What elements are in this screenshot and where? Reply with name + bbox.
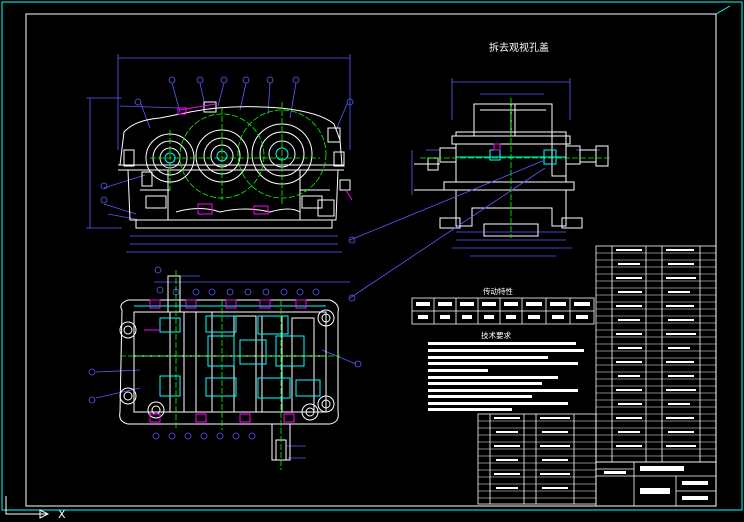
technical-requirements: 技术要求	[428, 330, 584, 411]
front-view	[86, 54, 354, 253]
title-block	[595, 461, 717, 507]
axis-x-marker: X	[58, 508, 66, 521]
ucs-icon	[5, 496, 50, 519]
parts-list	[595, 245, 717, 463]
technical-requirements-title: 技术要求	[481, 330, 511, 340]
transmission-table-title: 传动特性	[483, 286, 513, 296]
parts-list-lower	[477, 413, 597, 505]
side-view-note: 拆去观视孔盖	[489, 41, 549, 54]
side-view: 拆去观视孔盖	[411, 41, 610, 257]
plan-view	[88, 159, 546, 470]
drawing-frame	[1, 1, 743, 511]
transmission-table: 传动特性	[411, 286, 595, 325]
